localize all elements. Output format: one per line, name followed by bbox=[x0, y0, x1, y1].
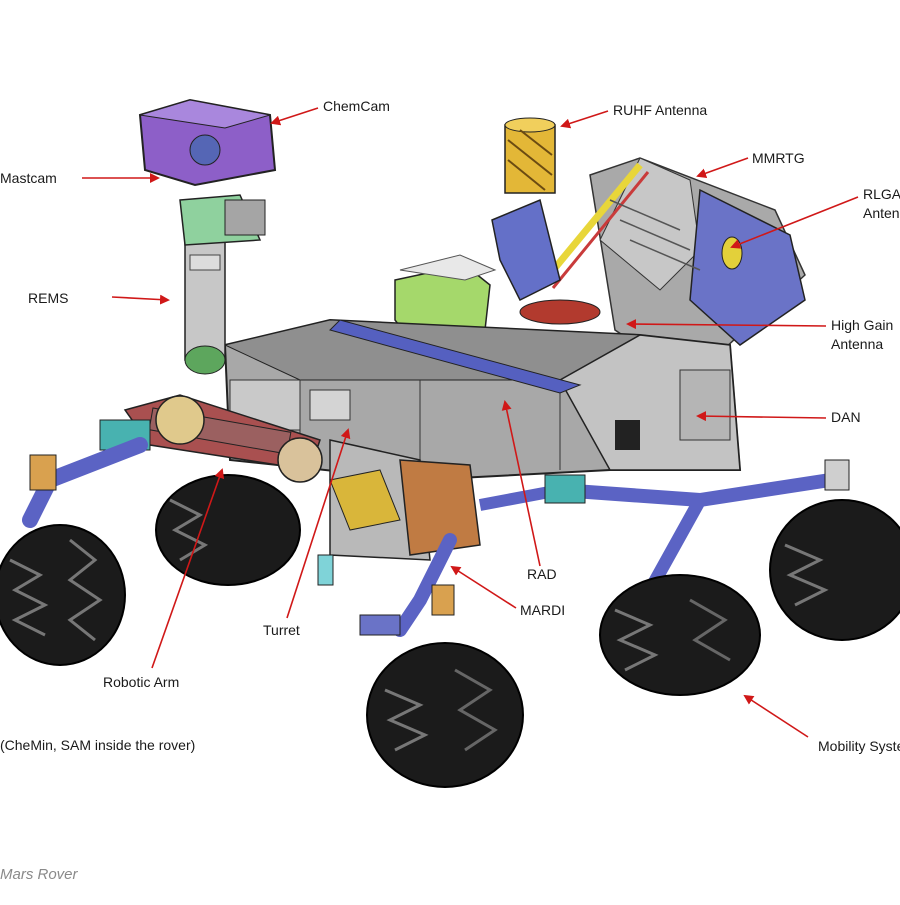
callout-arrows bbox=[82, 107, 859, 738]
figure-caption: Mars Rover bbox=[0, 866, 78, 883]
robotic-arm bbox=[99, 394, 401, 531]
label-chemcam: ChemCam bbox=[323, 98, 390, 114]
mast bbox=[179, 194, 266, 375]
wheel-front-right bbox=[366, 642, 524, 788]
label-mobility-system: Mobility System bbox=[818, 738, 900, 754]
label-rlga-line1: RLGA bbox=[863, 186, 900, 202]
chemcam-head bbox=[138, 98, 277, 187]
label-rems: REMS bbox=[28, 290, 69, 306]
label-robotic-arm: Robotic Arm bbox=[103, 674, 180, 690]
label-ruhf-antenna: RUHF Antenna bbox=[613, 102, 708, 118]
wheel-middle-right bbox=[599, 574, 761, 696]
small-parts bbox=[317, 236, 743, 636]
suspension bbox=[22, 437, 850, 637]
label-rlga-line2: Antenna bbox=[863, 205, 900, 221]
label-mardi: MARDI bbox=[520, 602, 566, 618]
label-high-gain-line2: Antenna bbox=[831, 336, 884, 352]
label-mastcam: Mastcam bbox=[0, 170, 57, 186]
wheel-middle-left bbox=[155, 474, 301, 586]
label-rad: RAD bbox=[527, 566, 557, 582]
ruhf-antenna bbox=[491, 117, 561, 302]
label-dan: DAN bbox=[831, 409, 861, 425]
green-instrument bbox=[394, 254, 601, 341]
label-mmrtg: MMRTG bbox=[752, 150, 805, 166]
wheel-rear-right bbox=[769, 499, 900, 641]
wheel-front-left bbox=[0, 524, 126, 666]
label-chemin-sam: (CheMin, SAM inside the rover) bbox=[0, 737, 196, 753]
label-high-gain-line1: High Gain bbox=[831, 317, 894, 333]
wheels bbox=[0, 474, 900, 788]
label-turret: Turret bbox=[263, 622, 300, 638]
